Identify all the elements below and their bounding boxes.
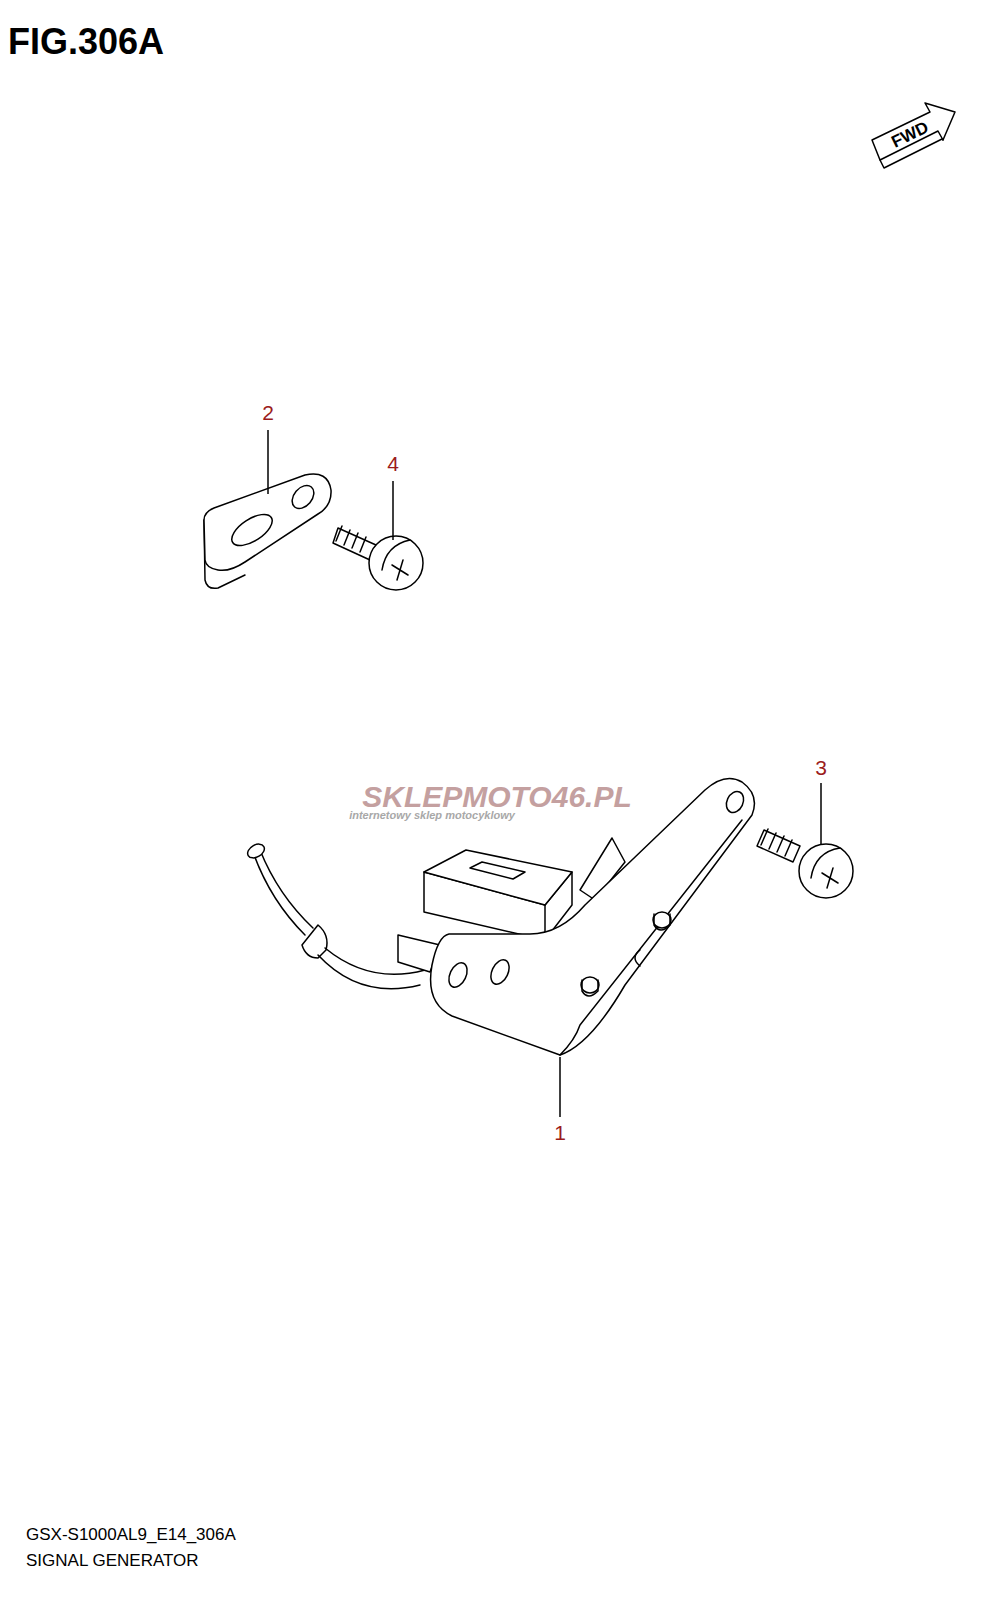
bracket-pin <box>654 914 670 930</box>
screw-head-rim <box>382 540 410 570</box>
screw-cross <box>822 868 838 888</box>
watermark: SKLEPMOTO46.PL <box>362 780 632 813</box>
screw-head <box>799 844 853 898</box>
figure-title: FIG.306A <box>8 22 164 62</box>
screw-cross <box>392 560 408 580</box>
callout-number: 3 <box>815 756 827 779</box>
leader-line <box>820 783 822 845</box>
wire-end <box>245 841 267 860</box>
callout-number: 1 <box>554 1121 566 1144</box>
sensor-slot <box>470 862 525 879</box>
wire-sleeve <box>302 925 327 958</box>
screw-shank <box>757 830 800 862</box>
fwd-arrow <box>872 103 955 160</box>
sensor-top <box>424 850 572 905</box>
leader-line <box>559 1057 561 1117</box>
figure-name: SIGNAL GENERATOR <box>26 1552 199 1571</box>
callout-number: 2 <box>262 401 274 424</box>
callout-number: 4 <box>387 452 399 475</box>
screw-thread <box>336 526 366 552</box>
screw-head <box>369 536 423 590</box>
wire <box>253 850 313 935</box>
bracket-slot <box>227 508 278 552</box>
drawing-code: GSX-S1000AL9_E14_306A <box>26 1526 236 1545</box>
bracket-hole <box>445 960 470 990</box>
bracket-hole <box>288 481 319 512</box>
screw-head-rim <box>811 848 840 878</box>
watermark-subtitle: internetowy sklep motocyklowy <box>349 809 515 821</box>
bracket-hole <box>723 789 747 816</box>
bracket-edge <box>560 820 742 1055</box>
bracket-hole <box>487 957 512 987</box>
bracket-pin <box>581 977 599 993</box>
screw-thread <box>761 829 792 856</box>
leader-line <box>267 430 269 494</box>
bracket-pin <box>582 980 598 996</box>
leader-line <box>392 481 394 540</box>
bracket-hole <box>635 950 640 966</box>
